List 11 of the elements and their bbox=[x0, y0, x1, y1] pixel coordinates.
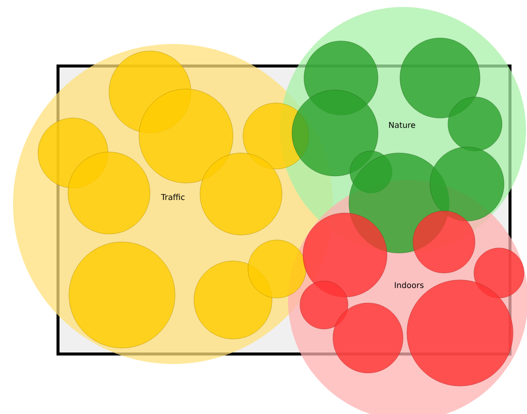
item-circle bbox=[68, 152, 150, 234]
item-circle bbox=[448, 96, 502, 152]
item-circle bbox=[248, 240, 306, 298]
item-circle bbox=[300, 280, 348, 330]
item-circle bbox=[292, 90, 378, 176]
item-circle bbox=[412, 210, 476, 274]
item-circle bbox=[138, 88, 234, 184]
item-circle bbox=[200, 152, 282, 236]
item-circle bbox=[194, 260, 272, 340]
item-circle bbox=[430, 146, 504, 222]
item-circle bbox=[68, 242, 176, 348]
